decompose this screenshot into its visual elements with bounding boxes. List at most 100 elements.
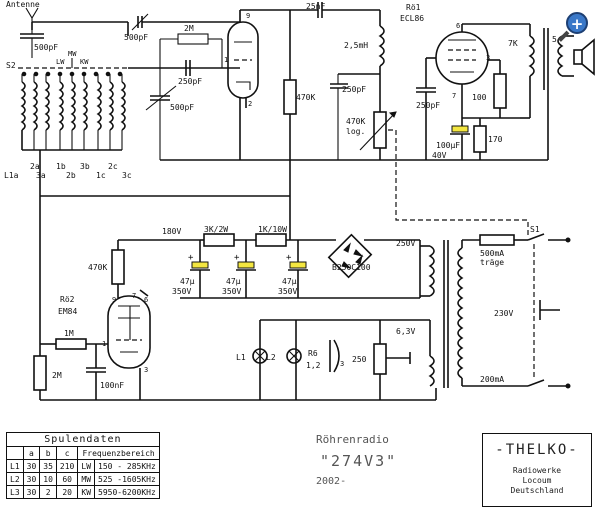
s1-label: S1 — [530, 225, 540, 234]
r3k-label: 3K/2W — [204, 225, 228, 234]
c100u-v-label: 40V — [432, 151, 447, 160]
coil-3c: 3c — [122, 171, 132, 180]
zoom-in-icon[interactable]: + — [566, 12, 588, 34]
r170-label: 170 — [488, 135, 503, 144]
lw-label: LW — [56, 58, 65, 66]
lamp-l1: L1 — [236, 353, 246, 362]
r470k-b-label: 470K — [88, 263, 107, 272]
table-cell: L1 — [6, 459, 24, 473]
input-tuning: 500pF 2M 250pF 500pF — [31, 13, 240, 160]
plate-network: 25nF 470K 2,5mH 250pF 470K log. — [283, 2, 397, 198]
table-cell: 5950-6200KHz — [94, 485, 160, 499]
magic-eye-tube: 470K Rö2 EM84 9 7 6 1 3 1M 2M 100nF — [33, 196, 260, 401]
brand-sub3: Deutschland — [510, 486, 564, 495]
c100u-label: 100µF — [436, 141, 460, 150]
table-cell: L2 — [6, 472, 24, 486]
r6-pins: 1,2 — [306, 361, 321, 370]
coil-2b: 2b — [66, 171, 76, 180]
brand-sub2: Locoum — [522, 476, 552, 485]
table-cell: MW — [77, 472, 96, 486]
coil-l1a: L1a — [4, 171, 19, 180]
v250-label: 250V — [396, 239, 415, 248]
c-tune-label: 500pF — [170, 103, 194, 112]
r1m-label: 1M — [64, 329, 74, 338]
v230-label: 230V — [494, 309, 513, 318]
svg-text:+: + — [286, 253, 292, 263]
pot-label: 470K — [346, 117, 365, 126]
c-grid-label: 250pF — [178, 77, 202, 86]
antenna-section: Antenne 500pF — [6, 0, 58, 58]
switch-link — [388, 129, 529, 236]
tube1-type: ECL86 — [400, 14, 424, 23]
table-caption: Spulendaten — [6, 432, 160, 447]
v63-label: 6,3V — [396, 327, 415, 336]
table-cell: 30 — [22, 485, 41, 499]
table-cell: 150 - 285KHz — [94, 459, 160, 473]
table-cell: 30 — [22, 459, 41, 473]
rect-label: B250C100 — [332, 263, 371, 272]
mw-label: MW — [68, 50, 77, 58]
table-cell: LW — [77, 459, 96, 473]
table-cell: 30 — [22, 472, 41, 486]
title-year: 2002- — [316, 476, 347, 487]
c-couple-label: 25nF — [306, 2, 325, 11]
svg-text:+: + — [188, 253, 194, 263]
c-trim-label: 500pF — [124, 33, 148, 42]
table-header — [6, 446, 24, 460]
coil-2a: 2a — [30, 162, 40, 171]
coil-3a: 3a — [36, 171, 46, 180]
pin-e9: 9 — [112, 296, 116, 304]
switch-s2: S2 MW LW KW — [6, 50, 128, 77]
pin-e6: 6 — [144, 296, 148, 304]
title-model: "274V3" — [320, 452, 398, 470]
tr7k-label: 7K — [508, 39, 518, 48]
coil-1b: 1b — [56, 162, 66, 171]
power-supply: 180V 3K/2W 1K/10W + 47µ 350V + 47µ 350V … — [118, 198, 571, 401]
c47-3-label: 47µ — [282, 277, 297, 286]
v180-label: 180V — [162, 227, 181, 236]
table-cell: 2 — [39, 485, 57, 499]
pin2-label: 2 — [248, 100, 252, 108]
pin-e3: 3 — [144, 366, 148, 374]
brand-name: -THELKO- — [495, 442, 579, 458]
tube2-type: EM84 — [58, 307, 77, 316]
pin-e7: 7 — [132, 292, 136, 300]
lamp-l2: L2 — [266, 353, 276, 362]
c47-2-label: 47µ — [226, 277, 241, 286]
pin9-label: 9 — [246, 12, 250, 20]
brand-sub: Radiowerke Locoum Deutschland — [483, 466, 591, 496]
title-line1: Röhrenradio — [316, 433, 389, 446]
pin1-label: 1 — [224, 56, 228, 64]
c47-1v-label: 350V — [172, 287, 191, 296]
table-header: b — [39, 446, 57, 460]
coil-3b: 3b — [80, 162, 90, 171]
c250c-label: 250pF — [416, 101, 440, 110]
brand-box: -THELKO- Radiowerke Locoum Deutschland — [482, 433, 592, 507]
antenna-label: Antenne — [6, 0, 40, 9]
pin6-label: 6 — [456, 22, 460, 30]
tr5-label: 5 — [552, 35, 557, 44]
fuse-label: 500mA — [480, 249, 504, 258]
svg-text:+: + — [234, 253, 240, 263]
coil-2c: 2c — [108, 162, 118, 171]
table-cell: KW — [77, 485, 96, 499]
detector-tube: 9 1 2 — [224, 9, 300, 160]
c-ant-label: 500pF — [34, 43, 58, 52]
table-caption-row: Spulendaten — [6, 432, 160, 447]
coil-1c: 1c — [96, 171, 106, 180]
table-row: L3 30 2 20 KW 5950-6200KHz — [6, 485, 160, 499]
table-cell: 10 — [39, 472, 57, 486]
table-cell: 60 — [55, 472, 79, 486]
table-header: c — [55, 446, 79, 460]
pin7-label: 7 — [452, 92, 456, 100]
r-grid-label: 2M — [184, 24, 194, 33]
r2m-label: 2M — [52, 371, 62, 380]
coil-bank: 2a L1a 3a 1b 3b 2b 1c 2c 3c — [4, 74, 132, 180]
output-tube: Rö1 ECL86 6 3 7 250pF 100 100µF 40V 170 — [400, 3, 530, 160]
brand-sub1: Radiowerke — [512, 466, 562, 475]
choke-label: 2,5mH — [344, 41, 368, 50]
c47-2v-label: 350V — [222, 287, 241, 296]
kw-label: KW — [80, 58, 89, 66]
r470k-a-label: 470K — [296, 93, 315, 102]
r6-pin3: 3 — [340, 360, 344, 368]
